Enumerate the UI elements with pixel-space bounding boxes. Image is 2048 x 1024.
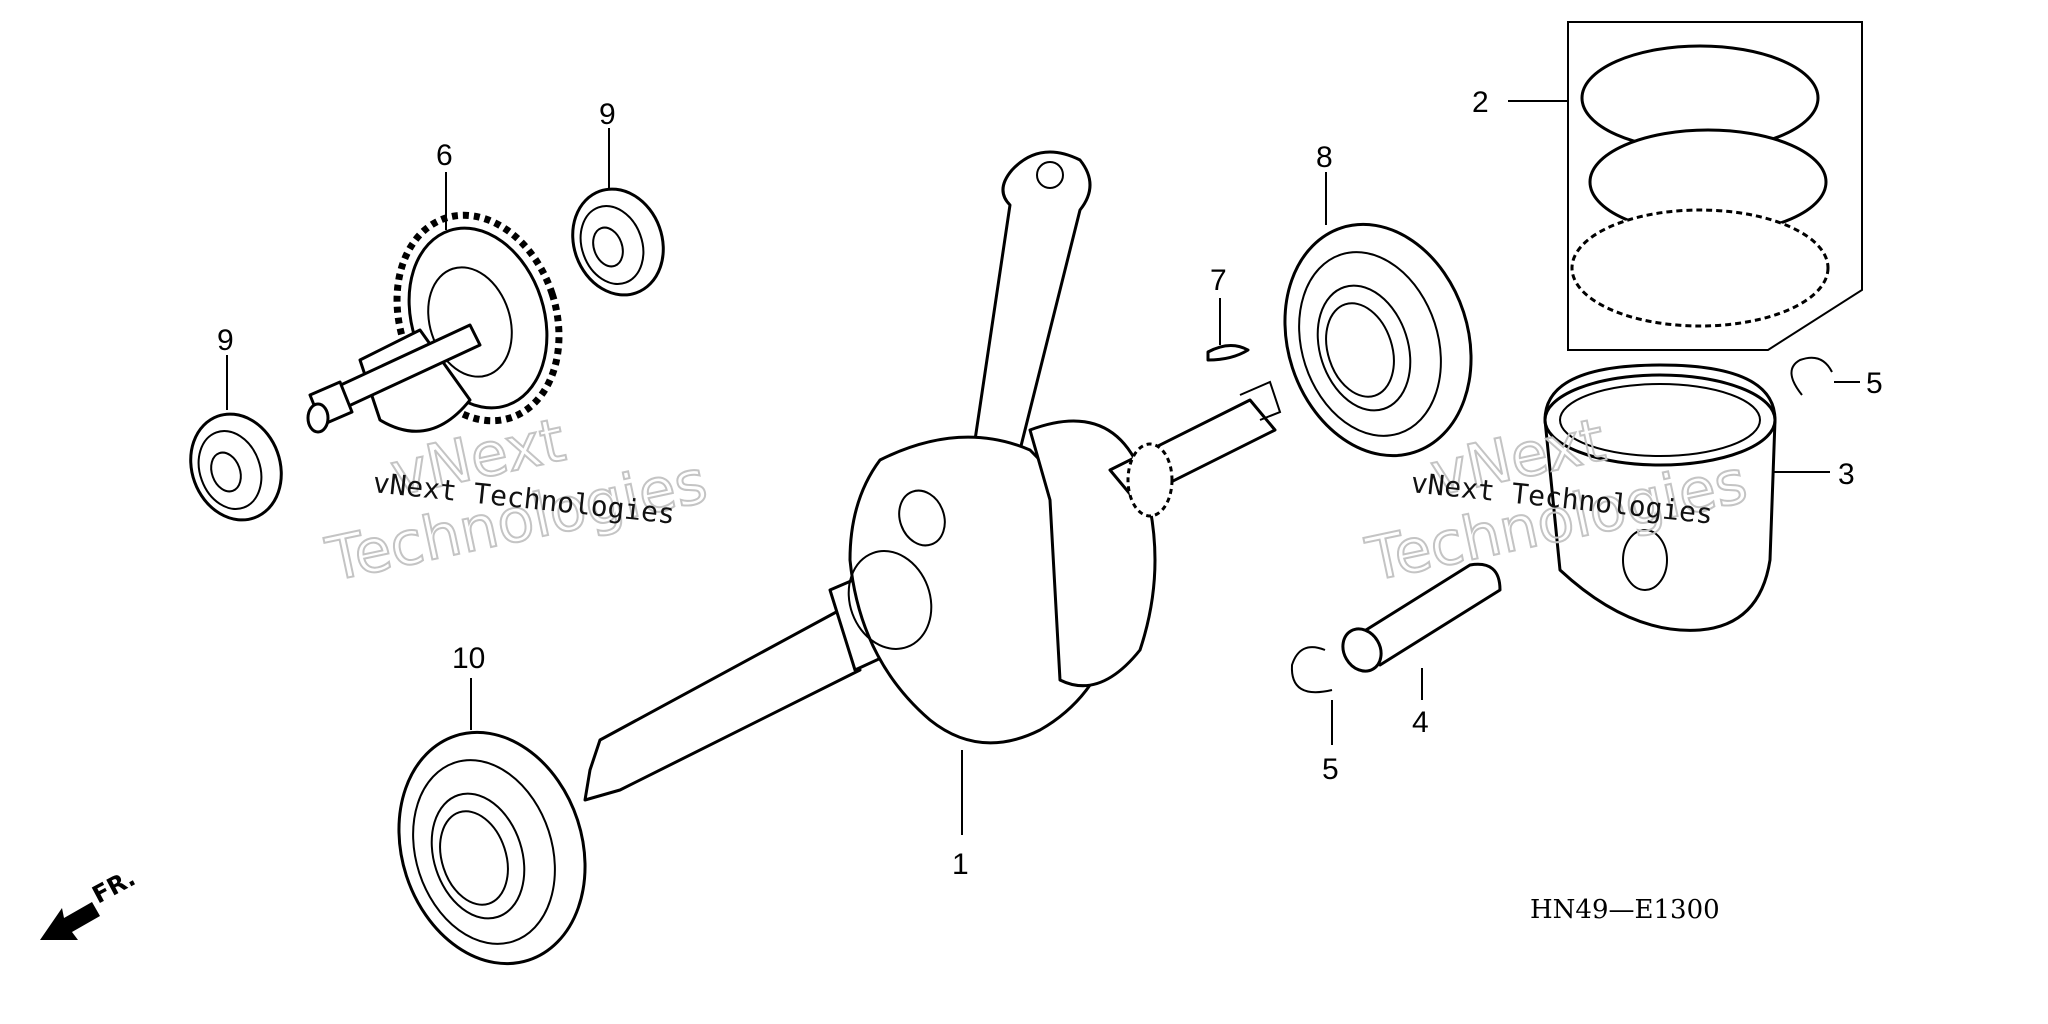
front-arrow-icon: FR. xyxy=(40,864,140,940)
part-2-piston-ring-set[interactable] xyxy=(1567,21,1863,351)
part-5-circlip-lower[interactable] xyxy=(1290,646,1333,694)
callout-9-upper: 9 xyxy=(599,98,616,131)
part-9-bearing-left[interactable] xyxy=(176,401,296,533)
callout-10: 10 xyxy=(452,642,485,675)
callout-9-left: 9 xyxy=(217,324,234,357)
part-3-piston[interactable] xyxy=(1543,363,1777,632)
callout-1: 1 xyxy=(952,848,969,881)
part-4-piston-pin[interactable] xyxy=(1335,562,1502,678)
diagram-code: HN49—E1300 xyxy=(1530,895,1720,925)
part-8-bearing-right[interactable] xyxy=(1256,200,1500,480)
part-5-circlip-upper[interactable] xyxy=(1790,356,1833,396)
leader-lines xyxy=(226,100,1860,835)
callout-5-lower: 5 xyxy=(1322,753,1339,786)
part-6-balancer-gear[interactable] xyxy=(306,194,585,442)
part-1-crankshaft[interactable] xyxy=(583,150,1282,802)
part-9-bearing-upper[interactable] xyxy=(558,176,678,308)
callout-2: 2 xyxy=(1472,86,1489,119)
callout-6: 6 xyxy=(436,139,453,172)
callout-4: 4 xyxy=(1412,706,1429,739)
callout-3: 3 xyxy=(1838,458,1855,491)
callout-7: 7 xyxy=(1210,264,1227,297)
front-direction-label: FR. xyxy=(88,864,140,910)
part-10-bearing-large[interactable] xyxy=(370,708,614,988)
part-7-woodruff-key[interactable] xyxy=(1206,344,1250,362)
callout-8: 8 xyxy=(1316,141,1333,174)
callout-5-upper: 5 xyxy=(1866,367,1883,400)
